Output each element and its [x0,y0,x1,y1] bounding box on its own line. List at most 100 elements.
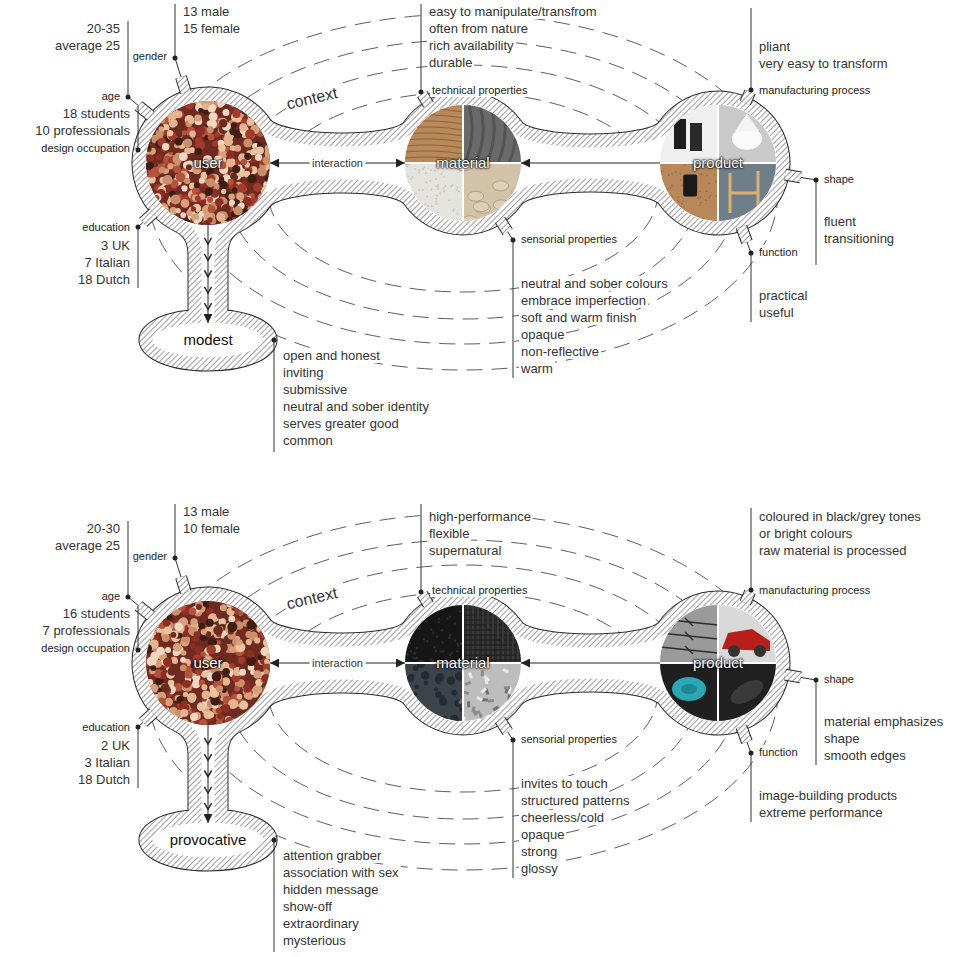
crowd-face [149,115,156,122]
cork-speck [682,200,684,202]
attribute-value: smooth edges [822,748,908,763]
attribute-value: 13 male [181,504,231,519]
property-name: education [80,220,132,234]
crowd-face [247,607,256,616]
photo-circle: material [405,105,521,221]
crowd-face [148,633,154,639]
crowd-face [170,714,178,722]
cork-speck [701,174,703,176]
texture-speck [425,181,427,183]
texture-speck [412,176,414,178]
leather-grain [432,659,434,661]
wool-ball [493,181,509,191]
cork-speck [663,204,665,206]
attribute-value: shape [822,731,861,746]
crowd-face [154,195,160,201]
texture-speck [417,203,419,205]
attribute-value: open and honest [281,348,382,363]
wood-grain [405,115,463,118]
texture-speck [450,185,452,187]
crowd-face [262,194,271,203]
crowd-face [263,106,270,113]
crowd-face [166,713,172,719]
crowd-face [266,192,274,200]
attribute-value: 18 Dutch [76,272,132,287]
cork-speck [700,202,702,204]
crowd-face [201,629,207,635]
crowd-face [192,713,197,718]
crowd-face [218,118,227,127]
crowd-face [143,718,152,727]
attribute-value: material emphasizes [822,714,945,729]
crowd-face [212,672,222,682]
crowd-face [215,132,220,137]
crowd-face [228,600,233,605]
crowd-face [258,617,264,623]
wire-barb [685,632,693,640]
foam-cell [450,715,459,724]
crowd-face [244,685,252,693]
attribute-value: neutral and sober identity [281,399,431,414]
photo-quadrant [718,663,776,721]
metal-chip [511,698,517,704]
crowd-face [237,184,246,193]
crowd-face [162,143,169,150]
crowd-face [209,112,218,121]
crowd-face [160,655,165,660]
crowd-face [258,721,264,727]
crowd-face [257,167,267,177]
crowd-face [146,104,155,113]
circle-title: material [436,654,489,672]
leather-grain [440,651,442,653]
crowd-face [143,619,151,627]
crowd-face [231,600,239,608]
crowd-face [241,159,247,165]
crowd-face [143,207,149,213]
leather-grain [416,621,418,623]
crowd-face [216,708,222,714]
attribute-value: easy to manipulate/transfrom [427,4,599,19]
texture-speck [410,178,412,180]
crowd-face [208,205,216,213]
texture-speck [435,203,437,205]
crowd-face [216,685,223,692]
texture-speck [424,203,426,205]
leather-grain [441,629,443,631]
crowd-face [263,116,269,122]
crowd-face [185,101,194,110]
cork-speck [661,209,663,211]
crowd-face [264,659,269,664]
crowd-face [159,167,165,173]
teal-product [681,684,697,694]
texture-speck [422,189,424,191]
crowd-face [221,189,226,194]
attribute-value: 10 female [181,521,242,536]
crowd-face [196,604,202,610]
crowd-face [247,118,255,126]
crowd-face [221,221,229,229]
crowd-face [238,99,247,108]
crowd-face [194,114,201,121]
crowd-face [237,694,243,700]
photo-collage [660,605,776,721]
texture-speck [437,184,439,186]
crowd-face [256,626,262,632]
texture-speck [425,172,427,174]
crowd-face [257,193,267,203]
teal-product [672,677,706,701]
crowd-face [187,693,196,702]
chevron-stem [208,225,209,323]
leather-grain [436,636,438,638]
texture-speck [431,205,433,207]
texture-speck [405,199,407,201]
circle-title: product [693,154,743,172]
crowd-face [259,630,267,638]
crowd-face [150,113,155,118]
attribute-value: supernatural [427,543,503,558]
leather-grain [459,610,461,612]
texture-speck [422,168,424,170]
cork-speck [697,196,699,198]
carbon-weave [517,605,519,663]
crowd-face [183,692,188,697]
crowd-face [217,213,226,222]
